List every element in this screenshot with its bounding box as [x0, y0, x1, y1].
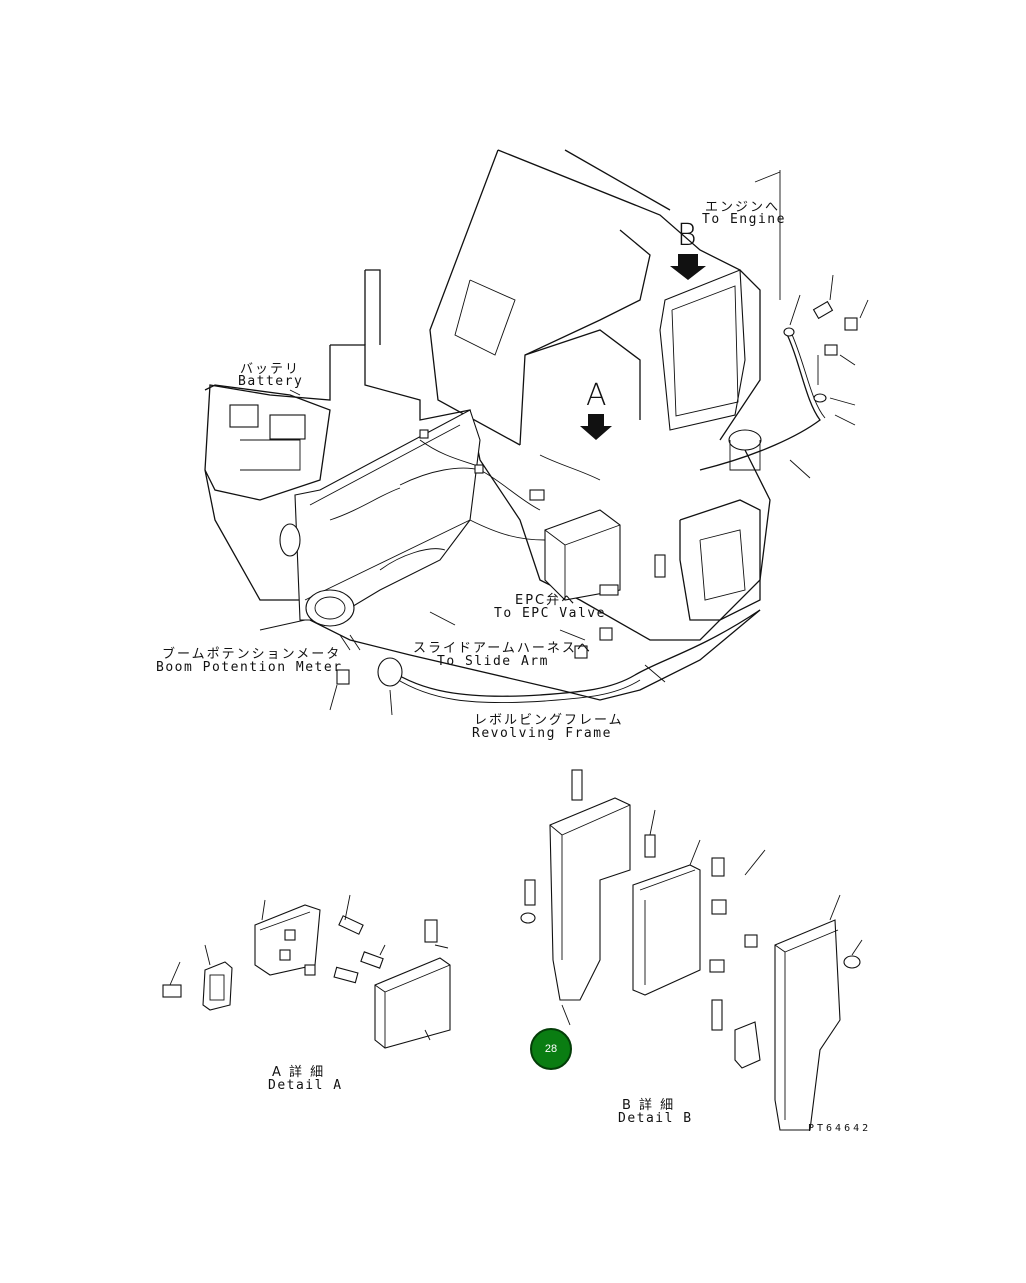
label-detail-b-en: Detail B [618, 1111, 693, 1126]
label-frame-ja: レボルビングフレーム [474, 713, 624, 728]
part-number-badge[interactable]: 28 [530, 1028, 572, 1070]
label-battery-ja: バッテリ [240, 362, 301, 377]
label-view-b: B [677, 218, 699, 253]
label-boom-ja: ブームポテンションメータ [162, 647, 342, 662]
label-detail-a-en: Detail A [268, 1078, 343, 1093]
detail-b-drawing [520, 769, 863, 1131]
drawing-number: PT64642 [808, 1123, 872, 1134]
label-engine-en: To Engine [702, 212, 786, 227]
detail-a-drawing [162, 894, 451, 1049]
label-engine-ja: エンジンへ [705, 200, 781, 215]
label-slide-en: To Slide Arm [437, 654, 549, 669]
label-view-a: A [586, 378, 609, 413]
main-assembly [204, 149, 869, 716]
label-detail-b-ja: B 詳 細 [622, 1098, 676, 1113]
label-boom-en: Boom Potention Meter [156, 660, 343, 675]
label-epc-en: To EPC Valve [494, 606, 606, 621]
label-battery-en: Battery [238, 374, 304, 389]
label-detail-a-ja: A 詳 細 [272, 1065, 326, 1080]
label-frame-en: Revolving Frame [472, 726, 612, 741]
label-epc-ja: EPC弁へ [515, 593, 577, 608]
label-slide-ja: スライドアームハーネスへ [413, 641, 592, 656]
